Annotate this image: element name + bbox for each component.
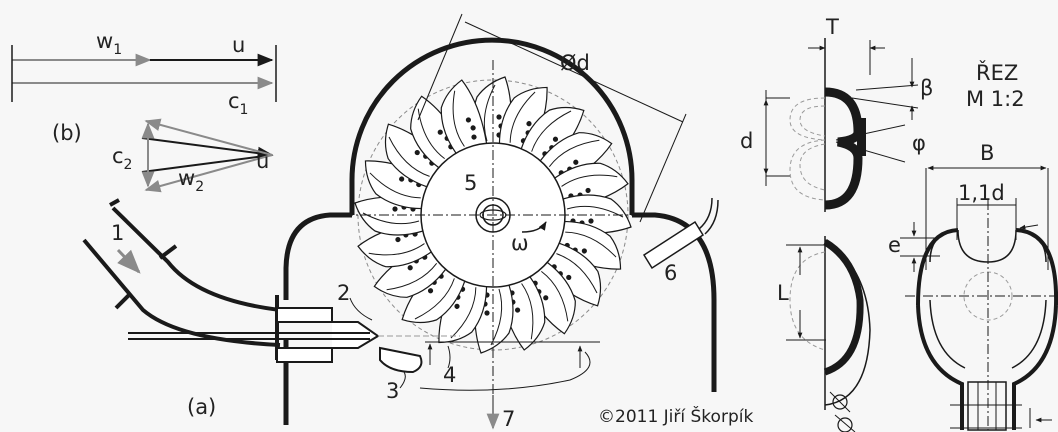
c2-label: c2 [112, 144, 132, 173]
depth-d-label: d [740, 129, 753, 153]
outlet-label: 7 [502, 407, 515, 431]
u-top-label: u [232, 33, 245, 57]
section-title: ŘEZ [976, 60, 1018, 85]
diameter-label: Ød [560, 51, 590, 75]
bucket-cross-section [763, 38, 919, 212]
panel-a-label: (a) [187, 395, 216, 419]
runner-bucket [440, 79, 488, 155]
u-bottom-label: u [256, 149, 269, 173]
phi-label: φ [912, 131, 926, 155]
velocity-triangle-inlet [11, 45, 277, 102]
w1-label: w1 [96, 29, 122, 58]
runner-label: 5 [464, 171, 477, 195]
scale-label: M 1:2 [966, 87, 1025, 111]
bucket-front-view [900, 165, 1058, 431]
runner-bucket [520, 261, 576, 335]
needle-label: 6 [664, 261, 677, 285]
jet-dimension [425, 341, 600, 368]
copyright: ©2011 Jiří Škorpík [598, 405, 753, 427]
pipe-label: 1 [111, 221, 124, 245]
notch-e-label: e [888, 233, 901, 257]
pelton-runner [343, 60, 640, 425]
panel-b-label: (b) [52, 121, 82, 145]
c1-label: c1 [228, 89, 248, 118]
runner-bucket [520, 106, 585, 169]
width-B-label: B [980, 141, 994, 165]
diameter-dimension [417, 13, 687, 223]
beta-label: β [920, 76, 933, 100]
width-T-label: T [825, 15, 839, 39]
rotation-arrow [521, 221, 547, 233]
notch-width-label: 1,1d [958, 181, 1005, 205]
nozzle [128, 307, 460, 363]
deflector [379, 346, 423, 374]
nozzle-label: 2 [337, 281, 350, 305]
deflector-label: 3 [386, 379, 399, 403]
jet-label: 4 [443, 363, 456, 387]
length-L-label: L [777, 281, 789, 305]
omega-label: ω [511, 231, 529, 255]
flow-arrow [116, 248, 141, 274]
w2-label: w2 [178, 166, 204, 195]
runner-buckets [354, 76, 632, 354]
needle-servo [642, 197, 719, 270]
bucket-length-section [786, 236, 871, 432]
runner-bucket [401, 261, 466, 324]
velocity-triangle-outlet [141, 118, 274, 193]
